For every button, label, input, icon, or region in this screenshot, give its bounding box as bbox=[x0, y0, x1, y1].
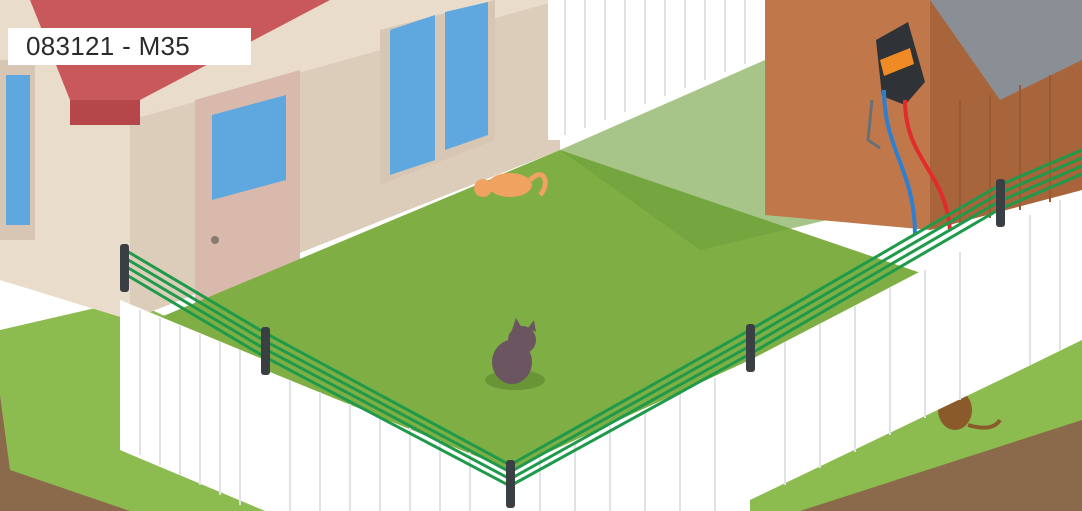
image-label: 083121 - M35 bbox=[8, 28, 251, 65]
image-code-label: 083121 - M35 bbox=[26, 31, 190, 62]
